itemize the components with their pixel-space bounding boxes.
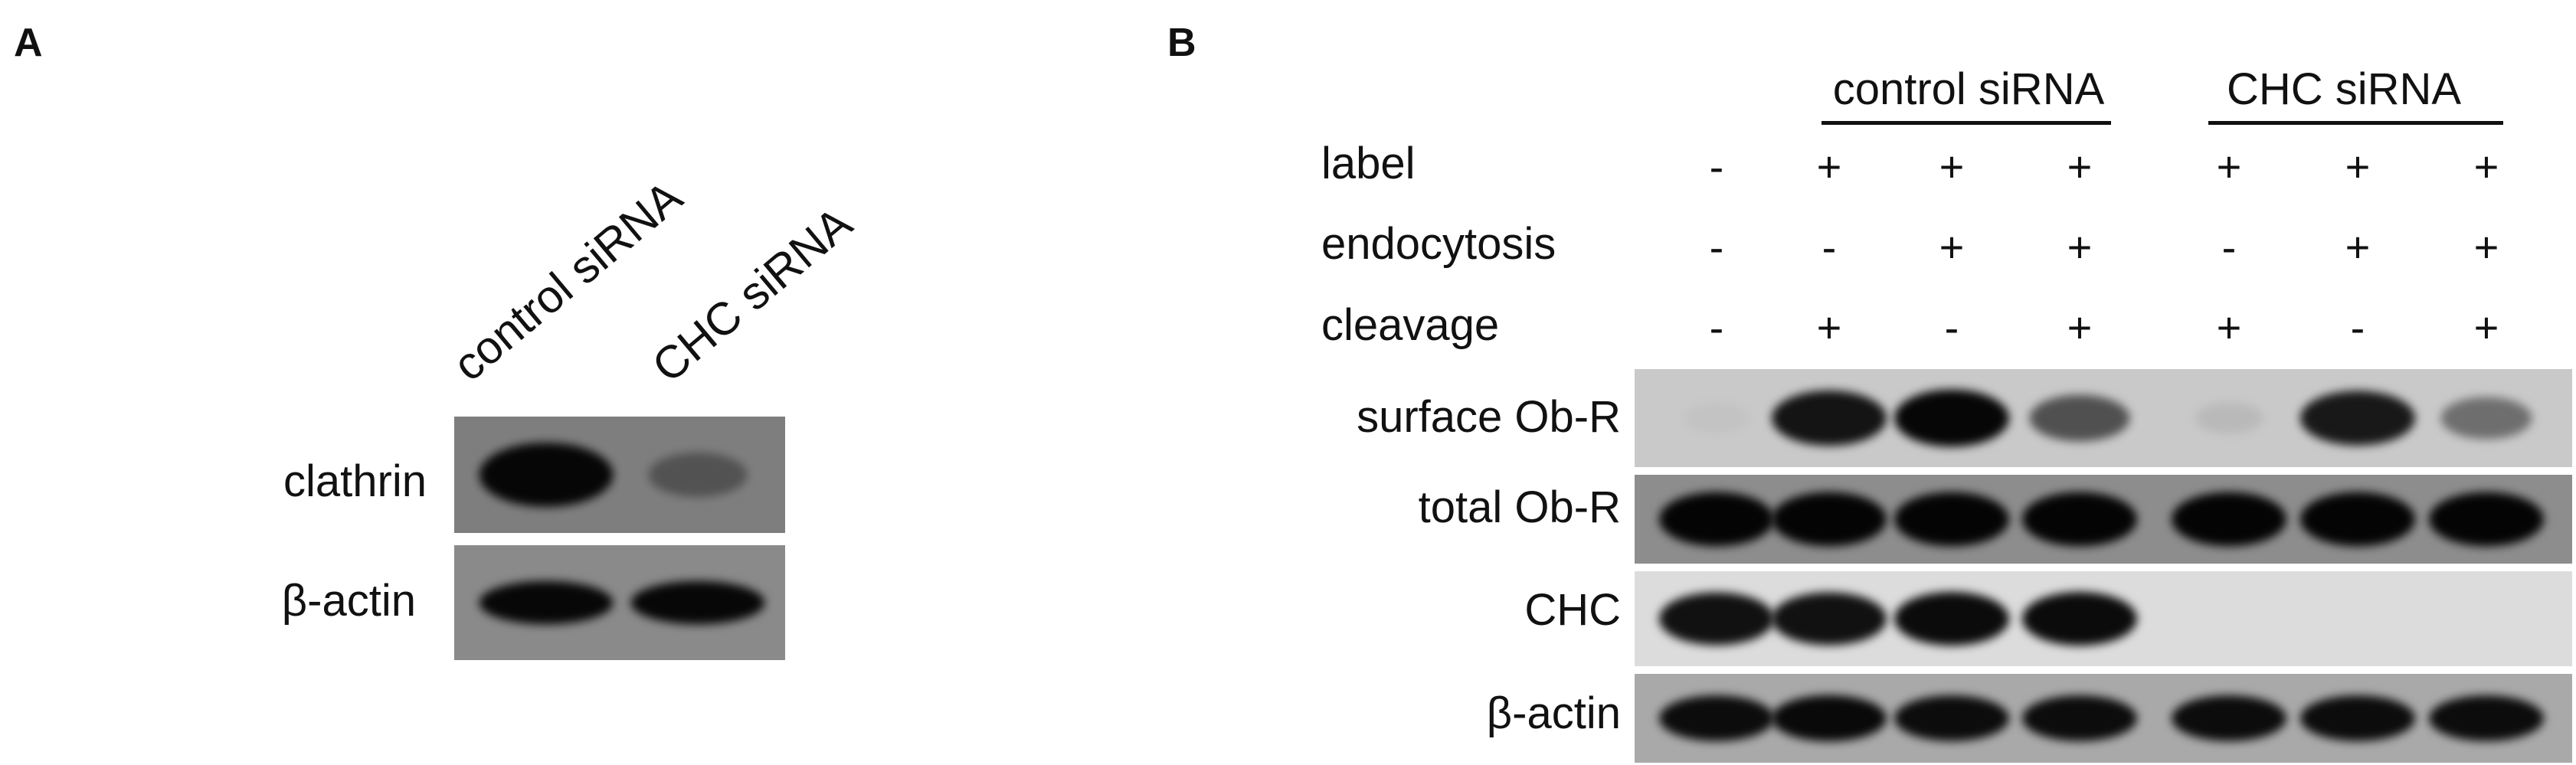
band-lane-4: [2022, 591, 2137, 646]
western-blot-surface-ob-r: [1635, 369, 2572, 467]
western-blot-clathrin: [454, 417, 785, 533]
western-blot-total-ob-r: [1635, 475, 2572, 564]
treatment-sign-plus: +: [2216, 142, 2242, 191]
treatment-sign-minus: -: [1709, 303, 1724, 351]
band-lane-2: [630, 580, 765, 625]
panel-b-letter: B: [1167, 21, 1196, 65]
treatment-sign-plus: +: [2067, 223, 2093, 271]
band-lane-2: [1772, 592, 1887, 646]
band-lane-3: [1894, 389, 2009, 447]
treatment-sign-plus: +: [2345, 223, 2371, 271]
blot-label-beta-actin-b: β-actin: [1486, 688, 1621, 738]
row-label-endocytosis: endocytosis: [1321, 219, 1556, 269]
band-lane-1: [1659, 492, 1774, 547]
blot-label-clathrin: clathrin: [283, 456, 427, 506]
treatment-sign-plus: +: [2345, 142, 2371, 191]
band-lane-1: [1659, 695, 1774, 741]
western-blot-beta-actin-a: [454, 545, 785, 660]
band-lane-1: [1659, 592, 1774, 646]
blot-svg: [1635, 571, 2572, 666]
blot-svg: [1635, 475, 2572, 564]
band-lane-2: [1772, 390, 1887, 446]
lane-label-chc: CHC siRNA: [642, 197, 862, 393]
panel-a-letter: A: [14, 21, 43, 65]
band-lane-2: [648, 452, 748, 498]
blot-svg: [454, 417, 785, 533]
band-lane-7: [2429, 695, 2544, 741]
blot-svg: [1635, 369, 2572, 467]
band-lane-3: [1894, 591, 2009, 646]
treatment-sign-minus: -: [1944, 303, 1959, 351]
group-header-chc-sirna: CHC siRNA: [2226, 64, 2462, 114]
group-underline-control: [1822, 121, 2111, 125]
blot-svg: [454, 545, 785, 660]
band-lane-5: [2172, 492, 2286, 547]
treatment-sign-plus: +: [2067, 303, 2093, 351]
band-lane-4: [2022, 492, 2137, 547]
band-lane-7: [2440, 397, 2532, 440]
blot-label-beta-actin: β-actin: [281, 576, 416, 626]
treatment-sign-plus: +: [1939, 223, 1965, 271]
treatment-sign-minus: -: [1822, 223, 1837, 271]
treatment-sign-plus: +: [2473, 142, 2499, 191]
row-label-cleavage: cleavage: [1321, 300, 1500, 350]
band-lane-1: [1684, 403, 1750, 433]
western-blot-beta-actin-b: [1635, 674, 2572, 763]
band-lane-1: [479, 443, 614, 507]
treatment-sign-plus: +: [2473, 303, 2499, 351]
band-lane-4: [2029, 394, 2130, 442]
band-lane-6: [2300, 695, 2415, 741]
treatment-sign-plus: +: [2473, 223, 2499, 271]
treatment-sign-plus: +: [1816, 142, 1842, 191]
treatment-sign-minus: -: [2221, 223, 2237, 271]
blot-label-total-ob-r: total Ob-R: [1418, 482, 1621, 532]
band-lane-3: [1894, 695, 2009, 741]
band-lane-7: [2429, 492, 2544, 547]
western-blot-chc: [1635, 571, 2572, 666]
band-lane-5: [2195, 402, 2263, 434]
band-lane-6: [2300, 391, 2415, 446]
treatment-sign-plus: +: [2067, 142, 2093, 191]
row-label-label: label: [1321, 139, 1416, 188]
band-lane-2: [1772, 695, 1887, 742]
band-lane-3: [1894, 492, 2009, 547]
band-lane-4: [2022, 695, 2137, 741]
blot-label-chc: CHC: [1524, 585, 1621, 635]
band-lane-2: [1772, 492, 1887, 547]
treatment-sign-plus: +: [1816, 303, 1842, 351]
group-underline-chc: [2208, 121, 2503, 125]
treatment-sign-minus: -: [1709, 142, 1724, 191]
group-header-control-sirna: control siRNA: [1832, 64, 2105, 114]
band-lane-1: [479, 580, 614, 625]
blot-svg: [1635, 674, 2572, 763]
treatment-sign-minus: -: [1709, 223, 1724, 271]
treatment-sign-plus: +: [1939, 142, 1965, 191]
band-lane-5: [2172, 695, 2286, 741]
band-lane-6: [2300, 492, 2415, 547]
treatment-sign-plus: +: [2216, 303, 2242, 351]
treatment-sign-minus: -: [2350, 303, 2365, 351]
blot-label-surface-ob-r: surface Ob-R: [1357, 392, 1621, 442]
